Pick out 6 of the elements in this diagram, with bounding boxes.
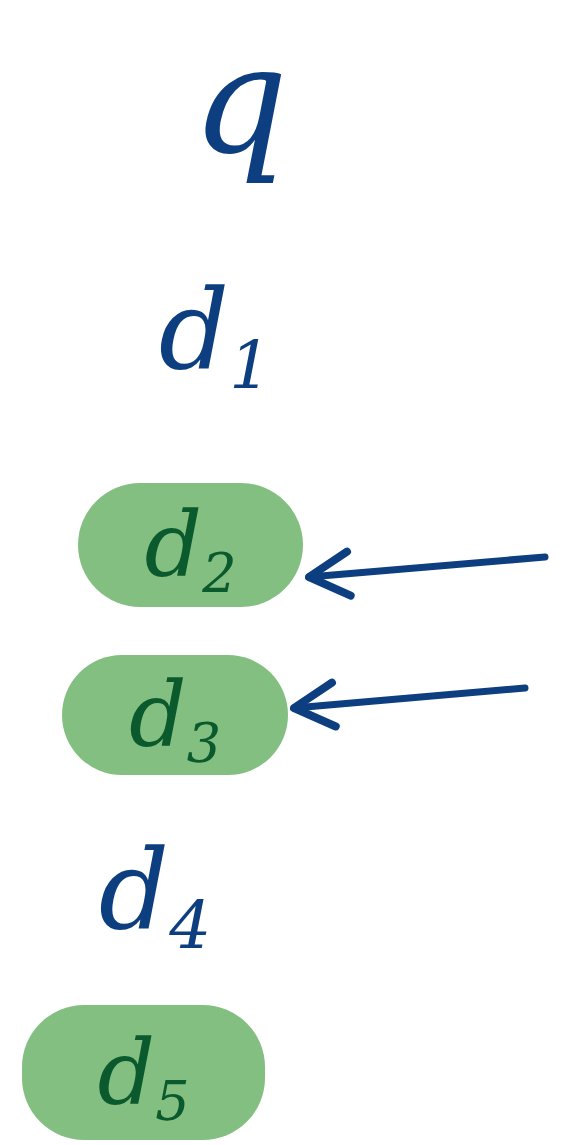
math-symbol: q bbox=[170, 10, 310, 190]
math-symbol: d$_{1}$ bbox=[140, 250, 290, 410]
arrow bbox=[290, 678, 529, 731]
arrow bbox=[305, 547, 549, 600]
math-symbol: d$_{2}$ bbox=[144, 500, 237, 590]
math-symbol: d$_{4}$ bbox=[80, 810, 230, 970]
